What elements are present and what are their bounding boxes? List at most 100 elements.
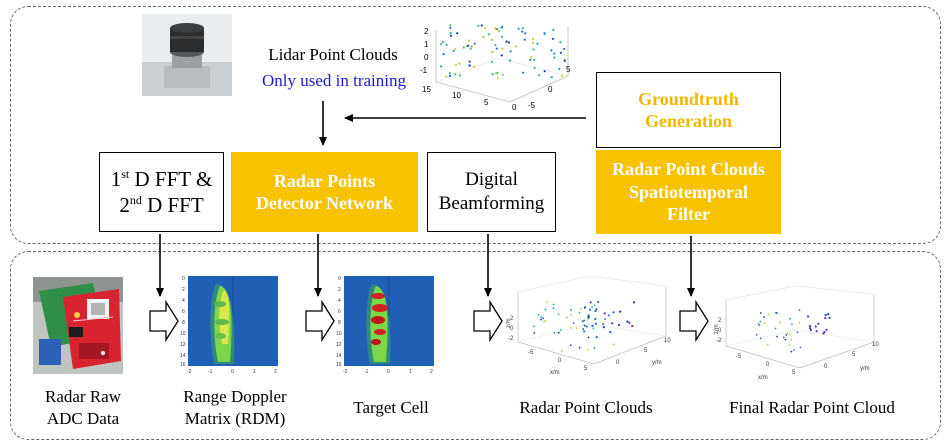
cloud1-y-tick: 5 (644, 348, 648, 354)
point-cloud-dot (593, 304, 596, 307)
point-cloud-dot (533, 325, 535, 328)
point-cloud-dot (490, 38, 493, 41)
point-cloud-dot (759, 337, 762, 340)
point-cloud-dot (529, 58, 532, 61)
point-cloud-dot (631, 324, 634, 328)
rdm-label: Range Doppler Matrix (RDM) (170, 386, 300, 430)
rdm-y-tick: 12 (180, 342, 186, 348)
lidar-label: Lidar Point Clouds (268, 45, 398, 64)
point-cloud-dot (824, 313, 827, 317)
point-cloud-dot (581, 320, 584, 323)
groundtruth-line-2: Generation (645, 111, 732, 131)
point-cloud-dot (508, 59, 511, 62)
point-cloud-dot (776, 312, 779, 315)
rdm-y-tick: 2 (182, 287, 185, 293)
point-cloud-dot (612, 343, 615, 346)
cloud2-x-label: x/m (758, 375, 768, 381)
target-y-tick: 8 (338, 320, 341, 326)
point-cloud-dot (582, 328, 584, 330)
point-cloud-dot (439, 43, 442, 46)
point-cloud-dot (458, 62, 461, 65)
point-cloud-dot (473, 42, 476, 45)
point-cloud-dot (827, 313, 830, 316)
point-cloud-dot (782, 336, 785, 339)
target-x-tick: 1 (409, 369, 412, 375)
cloud1-z-tick: -2 (508, 336, 514, 342)
point-cloud-dot (507, 41, 510, 44)
point-cloud-dot (579, 307, 582, 310)
point-cloud-dot (570, 313, 573, 316)
cloud1-x-tick: 5 (584, 366, 588, 372)
point-cloud-dot (462, 46, 465, 49)
lidar-device-photo (142, 14, 232, 96)
fft-line-1: 1st D FFT & (110, 166, 213, 191)
point-cloud-dot (815, 330, 818, 333)
target-y-tick: 2 (338, 287, 341, 293)
point-cloud-dot (586, 349, 589, 351)
rdm-y-tick: 0 (182, 276, 185, 282)
point-cloud-dot (537, 313, 540, 316)
point-cloud-dot (521, 30, 524, 33)
lidar-z-tick: 2 (424, 27, 429, 36)
lidar-x-tick: 0 (512, 103, 517, 112)
point-cloud-dot (759, 312, 762, 314)
point-cloud-dot (789, 333, 791, 336)
point-cloud-dot (449, 24, 452, 27)
point-cloud-dot (468, 64, 471, 67)
point-cloud-dot (501, 47, 504, 50)
point-cloud-dot (628, 321, 631, 324)
cloud2-y-tick: 10 (872, 342, 879, 348)
cloud1-y-tick: 10 (664, 338, 671, 344)
point-cloud-dot (583, 306, 586, 309)
point-cloud-dot (544, 308, 547, 311)
point-cloud-dot (594, 317, 597, 321)
cloud2-x-tick: 0 (766, 362, 770, 368)
point-cloud-dot (491, 73, 494, 76)
lidar-training-note: Only used in training (261, 71, 406, 90)
final-point-cloud-plot: z/m 2 0 -2 -5 0 5 x/m 0 5 10 y/m (712, 286, 882, 382)
target-x-tick: -2 (343, 369, 348, 375)
rdm-y-tick: 4 (182, 298, 185, 304)
point-cloud-dot (467, 44, 470, 47)
point-cloud-dot (578, 346, 581, 349)
point-cloud-dot (824, 317, 827, 320)
point-cloud-dot (569, 344, 572, 347)
point-cloud-dot (828, 316, 831, 319)
point-cloud-dot (587, 336, 590, 339)
rdm-y-tick: 10 (180, 331, 186, 337)
target-cell-heatmap: 0 2 4 6 8 10 12 14 16 -2 -1 0 1 2 (336, 274, 438, 376)
point-cloud-dot (755, 333, 758, 336)
point-cloud-dot (523, 38, 526, 41)
point-cloud-dot (442, 53, 445, 56)
rdm-x-tick: 2 (274, 369, 277, 375)
rdm-line-2: Matrix (RDM) (184, 409, 286, 429)
radar-board-photo (33, 277, 123, 374)
point-cloud-dot (799, 346, 802, 349)
point-cloud-dot (594, 309, 597, 313)
point-cloud-dot (572, 322, 575, 324)
target-y-tick: 6 (338, 309, 341, 315)
point-cloud-dot (791, 323, 793, 326)
point-cloud-dot (763, 316, 765, 318)
point-cloud-dot (597, 300, 600, 304)
point-cloud-dot (559, 51, 562, 54)
point-cloud-dot (491, 50, 494, 54)
point-cloud-dot (632, 301, 635, 304)
point-cloud-dot (546, 301, 549, 303)
point-cloud-dot (789, 317, 791, 320)
point-cloud-dot (796, 331, 799, 334)
cloud1-x-label: x/m (550, 370, 560, 376)
point-cloud-dot (553, 56, 556, 59)
point-cloud-dot (494, 27, 497, 30)
beamforming-line-1: Digital (465, 169, 518, 191)
point-cloud-dot (454, 47, 457, 51)
rdm-y-tick: 8 (182, 320, 185, 326)
inference-panel (10, 251, 941, 440)
point-cloud-dot (477, 24, 480, 27)
point-cloud-dot (609, 330, 611, 333)
cloud2-z-tick: 0 (718, 328, 722, 334)
cloud1-y-tick: 0 (616, 360, 620, 366)
point-cloud-dot (536, 42, 539, 45)
target-cell-signal (366, 284, 391, 364)
target-y-tick: 0 (338, 276, 341, 282)
